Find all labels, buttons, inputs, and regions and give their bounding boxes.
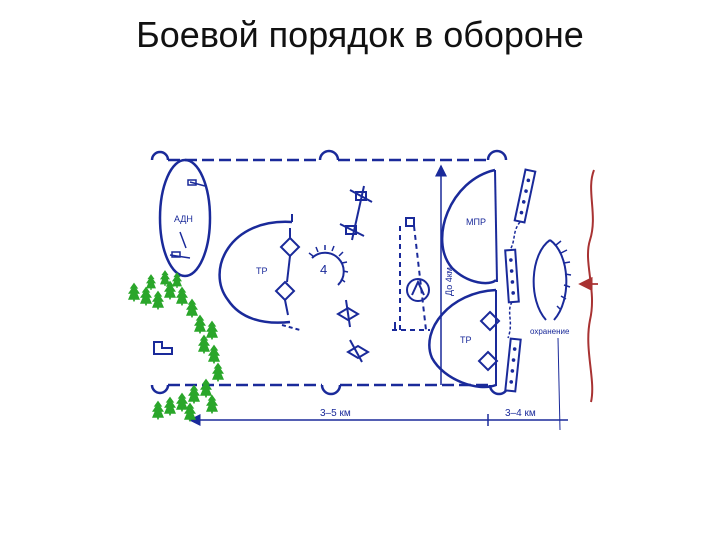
motorized-company-area: МПР xyxy=(440,168,498,285)
label-depth: До 4км xyxy=(444,267,454,296)
artillery-battalion-area: АДН xyxy=(158,158,212,278)
platoon-strongpoint-icon xyxy=(346,339,370,363)
label-tr-left: ТР xyxy=(256,266,268,276)
tree-icon xyxy=(186,298,198,318)
combat-outpost: охранение xyxy=(530,239,572,431)
tree-icon xyxy=(200,378,212,398)
depth-axis: До 4км xyxy=(435,164,454,385)
tree-icon xyxy=(188,384,200,404)
platoon-strongpoint-icon xyxy=(504,248,520,304)
tree-icon xyxy=(194,314,206,334)
tree-icon xyxy=(160,270,170,286)
reserve-column xyxy=(392,217,430,331)
label-guard: охранение xyxy=(530,327,570,336)
forest xyxy=(128,270,224,422)
label-dist-main: 3–5 км xyxy=(320,408,351,419)
enemy-front-line xyxy=(578,169,598,403)
tree-icon xyxy=(176,392,188,412)
forward-strongpoints xyxy=(504,168,537,393)
tank-icon xyxy=(279,228,301,283)
tree-icon xyxy=(208,344,220,364)
tree-icon xyxy=(140,286,152,306)
command-post-icon xyxy=(153,341,173,355)
tank-company-area-right: ТР xyxy=(428,288,501,389)
tree-icon xyxy=(206,320,218,340)
label-dist-guard: 3–4 км xyxy=(505,408,536,419)
artillery-icon xyxy=(169,179,206,259)
tree-icon xyxy=(146,274,156,290)
tank-company-area-left: ТР xyxy=(218,214,301,331)
tank-icon xyxy=(477,310,501,372)
artillery-chain xyxy=(336,185,373,363)
platoon-strongpoint-icon xyxy=(504,337,522,393)
slide-title: Боевой порядок в обороне xyxy=(136,14,584,55)
boundary-top xyxy=(150,149,508,162)
position-number: 4 xyxy=(320,262,327,277)
tank-icon xyxy=(274,280,296,316)
label-adn: АДН xyxy=(174,214,193,224)
label-tr-right: ТР xyxy=(460,335,472,345)
firing-position-4: 4 xyxy=(308,245,349,286)
tree-icon xyxy=(206,394,218,414)
tree-icon xyxy=(176,286,188,306)
platoon-strongpoint-icon xyxy=(336,299,360,328)
tree-icon xyxy=(152,290,164,310)
tree-icon xyxy=(152,400,164,420)
platoon-strongpoint-icon xyxy=(513,168,537,224)
dimension-line: 3–5 км 3–4 км xyxy=(188,408,568,426)
tree-icon xyxy=(212,362,224,382)
tree-icon xyxy=(128,282,140,302)
label-mpr: МПР xyxy=(466,217,486,227)
tree-icon xyxy=(164,396,176,416)
